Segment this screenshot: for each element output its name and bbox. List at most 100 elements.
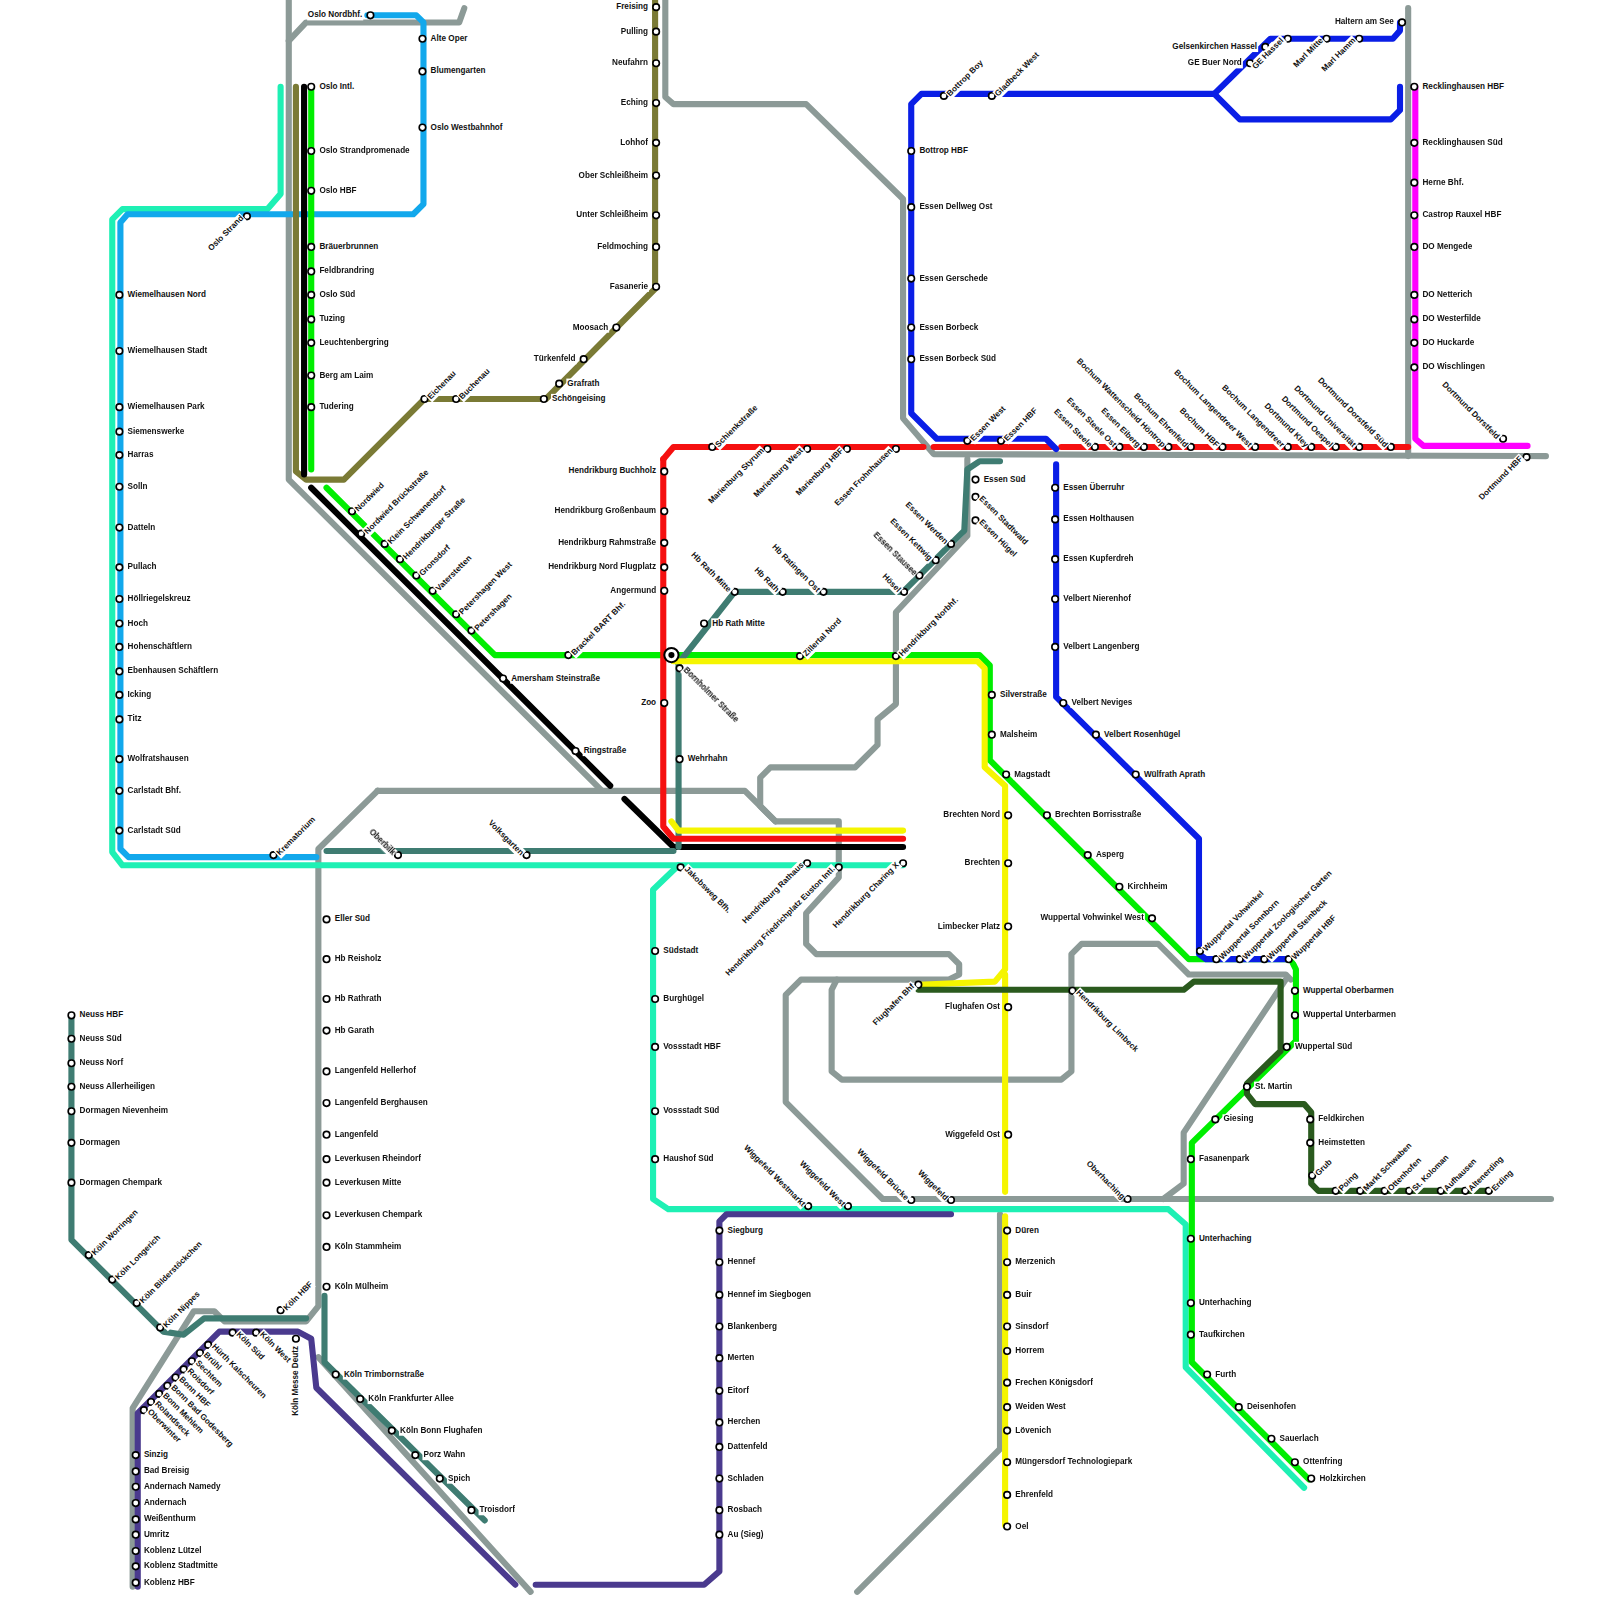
station-label: Krematorium bbox=[274, 814, 319, 859]
station-dot bbox=[653, 4, 660, 11]
station-label: DO Wischlingen bbox=[1421, 362, 1486, 372]
station-dot bbox=[132, 1548, 139, 1555]
station-dot bbox=[1004, 1427, 1011, 1434]
station-label: Bad Breisig bbox=[143, 1466, 190, 1476]
station-dot bbox=[357, 1396, 364, 1403]
station-dot bbox=[68, 1179, 75, 1186]
station-label: Fasanenpark bbox=[1198, 1154, 1250, 1164]
station-label: Kirchheim bbox=[1127, 882, 1169, 892]
station-label: Wuppertal Oberbarmen bbox=[1302, 986, 1395, 996]
station-label: Carlstadt Bhf. bbox=[127, 786, 183, 796]
station-dot bbox=[716, 1355, 723, 1362]
station-dot bbox=[661, 468, 668, 475]
station-label: Haushof Süd bbox=[662, 1154, 714, 1164]
station-dot bbox=[68, 1036, 75, 1043]
station-dot bbox=[323, 916, 330, 923]
station-label: Burghügel bbox=[662, 994, 705, 1004]
station-dot bbox=[1307, 1140, 1314, 1147]
station-dot bbox=[1052, 516, 1059, 523]
station-dot bbox=[1005, 1004, 1012, 1011]
station-dot bbox=[716, 1388, 723, 1395]
station-label: Oel bbox=[1014, 1521, 1029, 1531]
station-dot bbox=[653, 140, 660, 147]
station-dot bbox=[613, 324, 620, 331]
station-label: Weiden West bbox=[1014, 1402, 1067, 1412]
station-dot bbox=[701, 620, 708, 627]
station-dot bbox=[132, 1500, 139, 1507]
station-label: Oslo Nordbhf. bbox=[307, 10, 363, 20]
station-dot bbox=[116, 348, 123, 355]
station-label: Neuss Norf bbox=[79, 1058, 125, 1068]
station-label: Velbert Rosenhügel bbox=[1103, 730, 1181, 740]
station-dot bbox=[116, 292, 123, 299]
station-dot bbox=[653, 28, 660, 35]
station-label: Titz bbox=[127, 714, 143, 724]
station-label: Essen Holthausen bbox=[1062, 514, 1135, 524]
station-label: Solln bbox=[127, 482, 149, 492]
station-label: Porz Wahn bbox=[422, 1450, 466, 1460]
station-dot bbox=[1411, 364, 1418, 371]
station-dot bbox=[116, 564, 123, 571]
station-dot bbox=[908, 356, 915, 363]
station-dot bbox=[308, 148, 315, 155]
station-dot bbox=[1116, 883, 1123, 890]
station-dot bbox=[541, 396, 548, 403]
station-label: Pullach bbox=[127, 562, 158, 572]
station-label: Feldkirchen bbox=[1317, 1114, 1365, 1124]
station-label: Heimstetten bbox=[1317, 1138, 1366, 1148]
station-dot bbox=[116, 827, 123, 834]
station-label: Hennef im Siegbogen bbox=[727, 1290, 813, 1300]
station-dot bbox=[468, 1507, 475, 1514]
station-dot bbox=[323, 1027, 330, 1034]
station-dot bbox=[323, 1156, 330, 1163]
station-dot bbox=[308, 292, 315, 299]
station-dot bbox=[308, 244, 315, 251]
station-label: Magstadt bbox=[1013, 769, 1051, 779]
station-label: Oslo Strand bbox=[205, 213, 246, 254]
station-dot bbox=[116, 620, 123, 627]
station-label: Ehrenfeld bbox=[1014, 1490, 1054, 1500]
station-label: Langenfeld Berghausen bbox=[334, 1098, 429, 1108]
station-dot bbox=[1093, 731, 1100, 738]
station-dot bbox=[132, 1563, 139, 1570]
station-dot bbox=[116, 452, 123, 459]
station-dot bbox=[116, 596, 123, 603]
station-dot bbox=[661, 700, 668, 707]
station-label: Wiggefeld Ost bbox=[944, 1130, 1001, 1140]
station-dot bbox=[68, 1060, 75, 1067]
station-dot bbox=[68, 1108, 75, 1115]
station-label: Türkenfeld bbox=[533, 354, 577, 364]
station-dot bbox=[716, 1507, 723, 1514]
station-label: Leverkusen Chempark bbox=[334, 1210, 424, 1220]
station-label: Lövenich bbox=[1014, 1426, 1052, 1436]
station-label: Düren bbox=[1014, 1226, 1040, 1236]
station-dot bbox=[652, 1108, 659, 1115]
station-label: Giesing bbox=[1222, 1114, 1254, 1124]
station-dot bbox=[716, 1475, 723, 1482]
station-label: Blankenberg bbox=[727, 1321, 778, 1331]
station-label: St. Martin bbox=[1254, 1082, 1293, 1092]
station-dot bbox=[716, 1292, 723, 1299]
station-dot bbox=[332, 1371, 339, 1378]
station-label: Köln Messe Deutz bbox=[291, 1345, 301, 1417]
station-label: Hendrikburg Nord Flugplatz bbox=[547, 562, 657, 572]
station-label: Jakobsweg Bfh. bbox=[681, 864, 734, 917]
station-dot bbox=[716, 1227, 723, 1234]
station-label: Hoch bbox=[127, 618, 149, 628]
station-dot bbox=[323, 1244, 330, 1251]
station-dot bbox=[1188, 1331, 1195, 1338]
station-dot bbox=[1236, 1404, 1243, 1411]
station-dot bbox=[308, 316, 315, 323]
station-dot bbox=[68, 1012, 75, 1019]
station-dot bbox=[1292, 1012, 1299, 1019]
station-label: Haltern am See bbox=[1334, 17, 1395, 27]
station-label: Recklinghausen Süd bbox=[1421, 138, 1503, 148]
station-label: Essen Dellweg Ost bbox=[918, 202, 993, 212]
station-label: Tuzing bbox=[318, 314, 346, 324]
station-dot bbox=[1052, 484, 1059, 491]
station-label: Köln Bonn Flughafen bbox=[399, 1426, 484, 1436]
station-label: Ringstraße bbox=[583, 746, 628, 756]
station-dot bbox=[68, 1083, 75, 1090]
station-dot bbox=[412, 1452, 419, 1459]
station-dot bbox=[1283, 1044, 1290, 1051]
